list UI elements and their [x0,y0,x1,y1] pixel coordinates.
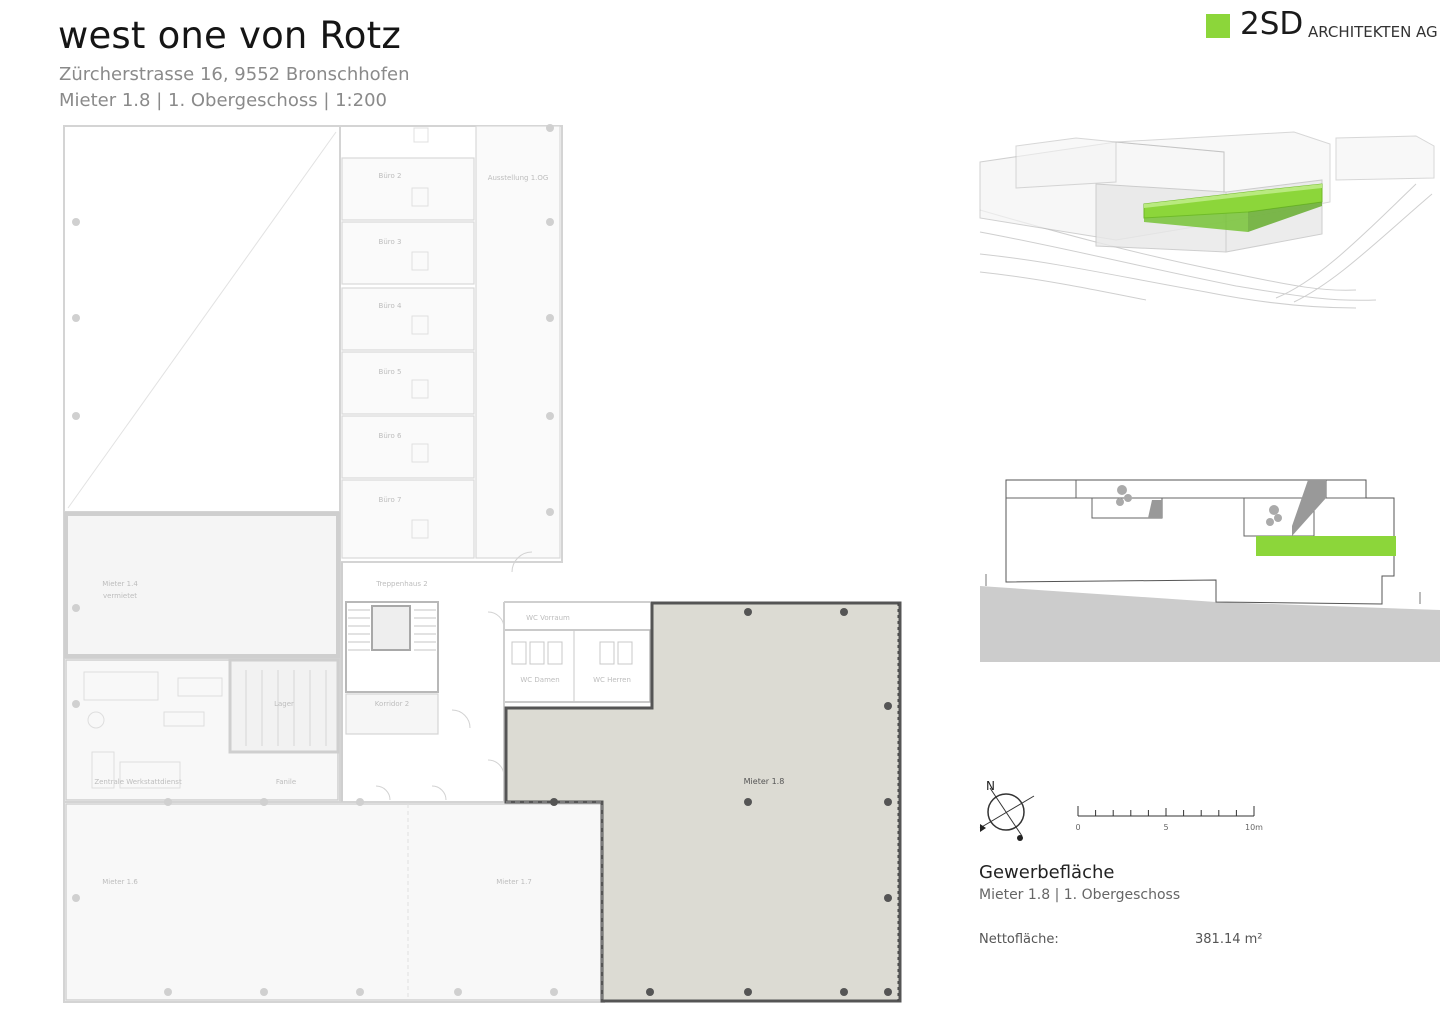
void-diagonal [67,131,337,509]
label-zentrale: Zentrale Werkstattdienst [94,778,182,786]
label-mieter14: Mieter 1.4 [102,580,138,588]
floor-plan: Büro 2 Büro 3 Büro 4 Büro 5 Büro 6 Büro … [63,124,902,1003]
logo-square-icon [1206,14,1230,38]
label-buro2: Büro 2 [379,172,402,180]
scale-tick-0: 0 [1075,823,1080,832]
label-mieter16: Mieter 1.6 [102,878,138,886]
isometric-view [979,131,1435,309]
label-mieter18: Mieter 1.8 [744,777,785,786]
info-title: Gewerbefläche [979,862,1115,883]
label-mieter17: Mieter 1.7 [496,878,532,886]
label-foyer: Fanile [276,778,296,786]
room-ausstellung [475,125,561,559]
room-lager [228,658,340,754]
label-lager: Lager [274,700,294,708]
scale-tick-10: 10m [1245,823,1263,832]
compass-icon: N [979,779,1035,841]
building-section [1005,479,1395,605]
label-wc-vorraum: WC Vorraum [526,614,570,622]
room-buro5 [341,351,475,415]
highlight-level [1256,536,1396,556]
room-buro3 [341,221,475,285]
address-line: Zürcherstrasse 16, 9552 Bronschhofen [59,64,410,85]
company-logo: 2SD ARCHITEKTEN AG [1206,6,1438,50]
room-buro7 [341,479,475,559]
compass-north: N [986,779,995,793]
label-buro7: Büro 7 [379,496,402,504]
elevator [371,605,411,651]
section-view [980,479,1440,662]
label-buro6: Büro 6 [379,432,402,440]
label-korridor: Korridor 2 [375,700,409,708]
area-value: 381.14 m² [1195,932,1263,947]
plan-subtitle: Mieter 1.8 | 1. Obergeschoss | 1:200 [59,90,387,111]
area-label: Nettofläche: [979,932,1059,947]
label-buro5: Büro 5 [379,368,402,376]
office-wing-outline [339,125,563,563]
label-buro4: Büro 4 [379,302,402,310]
room-buro2 [341,157,475,221]
room-korridor [345,693,439,735]
scale-tick-5: 5 [1163,823,1168,832]
room-buro6 [341,415,475,479]
label-ausstellung: Ausstellung 1.OG [488,174,549,182]
south-tenants [65,803,605,1001]
page-title: west one von Rotz [58,14,401,57]
room-buro4 [341,287,475,351]
label-buro3: Büro 3 [379,238,402,246]
label-treppenhaus: Treppenhaus 2 [375,580,427,588]
wc-block [503,629,651,703]
highlight-mieter18 [504,601,902,1003]
room-mieter14 [64,512,340,658]
label-wc-herren: WC Herren [593,676,631,684]
info-subtitle: Mieter 1.8 | 1. Obergeschoss [979,887,1181,903]
scale-bar: 0 5 10m [1075,806,1263,832]
terrain [980,586,1440,662]
label-wc-damen: WC Damen [520,676,559,684]
logo-subtitle: ARCHITEKTEN AG [1308,23,1438,41]
label-mieter14-sub: vermietet [103,592,137,600]
logo-brand: 2SD [1240,6,1304,42]
